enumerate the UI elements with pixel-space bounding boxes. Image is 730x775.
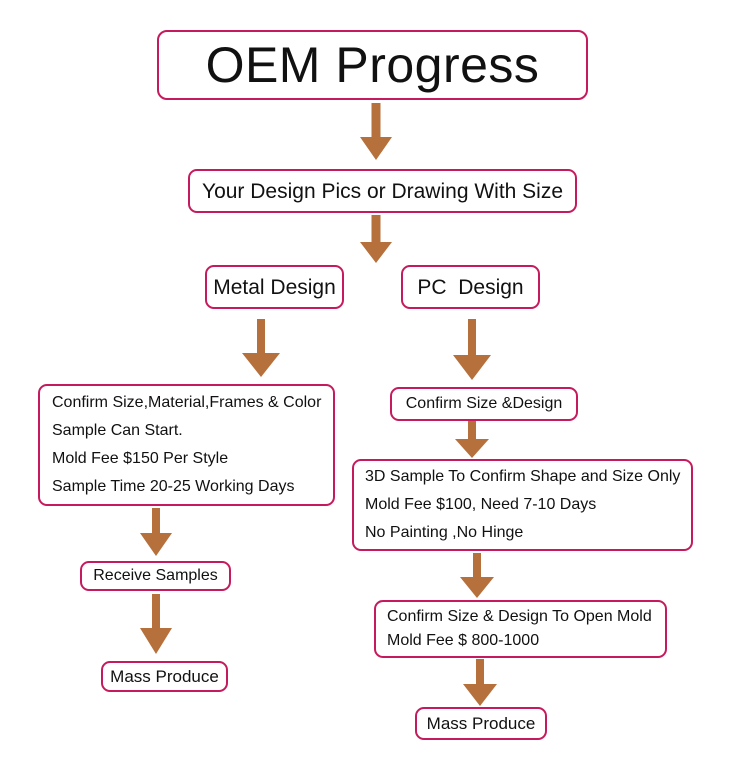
- node-mass-produce-right-text: Mass Produce: [426, 714, 536, 733]
- node-3d-sample-line-1: 3D Sample To Confirm Shape and Size Only: [365, 468, 681, 485]
- node-mass-produce-left-text: Mass Produce: [110, 667, 219, 686]
- arrow-pc-design-to-confirm: [452, 319, 492, 384]
- arrow-title-to-design-input: [357, 103, 395, 165]
- node-confirm-size-design-text: Confirm Size &Design: [405, 395, 563, 412]
- arrow-receive-samples-to-mass-produce: [138, 594, 174, 658]
- node-metal-detail-line-4: Sample Time 20-25 Working Days: [52, 478, 295, 495]
- arrow-confirm-to-3d-sample: [453, 421, 491, 461]
- node-metal-design-text: Metal Design: [213, 275, 336, 299]
- node-metal-detail: Confirm Size,Material,Frames & Color Sam…: [38, 384, 335, 506]
- node-mass-produce-left: Mass Produce: [101, 661, 228, 692]
- node-metal-detail-line-2: Sample Can Start.: [52, 422, 183, 439]
- node-pc-design-text: PC Design: [417, 275, 524, 299]
- node-design-input-text: Your Design Pics or Drawing With Size: [201, 179, 564, 203]
- node-3d-sample-line-2: Mold Fee $100, Need 7-10 Days: [365, 496, 597, 513]
- node-metal-detail-line-1: Confirm Size,Material,Frames & Color: [52, 394, 322, 411]
- node-confirm-size-design: Confirm Size &Design: [390, 387, 578, 421]
- node-mass-produce-right: Mass Produce: [415, 707, 547, 740]
- arrow-metal-detail-to-receive-samples: [138, 508, 174, 559]
- node-open-mold-line-1: Confirm Size & Design To Open Mold: [387, 608, 652, 625]
- arrow-metal-design-to-detail: [241, 319, 281, 381]
- node-design-input: Your Design Pics or Drawing With Size: [188, 169, 577, 213]
- arrow-3d-sample-to-open-mold: [458, 553, 496, 601]
- node-receive-samples-text: Receive Samples: [93, 567, 218, 584]
- node-title-text: OEM Progress: [205, 37, 540, 93]
- node-open-mold: Confirm Size & Design To Open Mold Mold …: [374, 600, 667, 658]
- node-3d-sample-line-3: No Painting ,No Hinge: [365, 524, 524, 541]
- arrow-open-mold-to-mass-produce: [461, 659, 499, 709]
- node-metal-design: Metal Design: [205, 265, 344, 309]
- node-pc-design: PC Design: [401, 265, 540, 309]
- node-3d-sample: 3D Sample To Confirm Shape and Size Only…: [352, 459, 693, 551]
- node-oem-progress-title: OEM Progress: [157, 30, 588, 100]
- arrow-design-input-to-branch: [357, 215, 395, 267]
- node-open-mold-line-2: Mold Fee $ 800-1000: [387, 632, 540, 649]
- node-metal-detail-line-3: Mold Fee $150 Per Style: [52, 450, 229, 467]
- node-receive-samples: Receive Samples: [80, 561, 231, 591]
